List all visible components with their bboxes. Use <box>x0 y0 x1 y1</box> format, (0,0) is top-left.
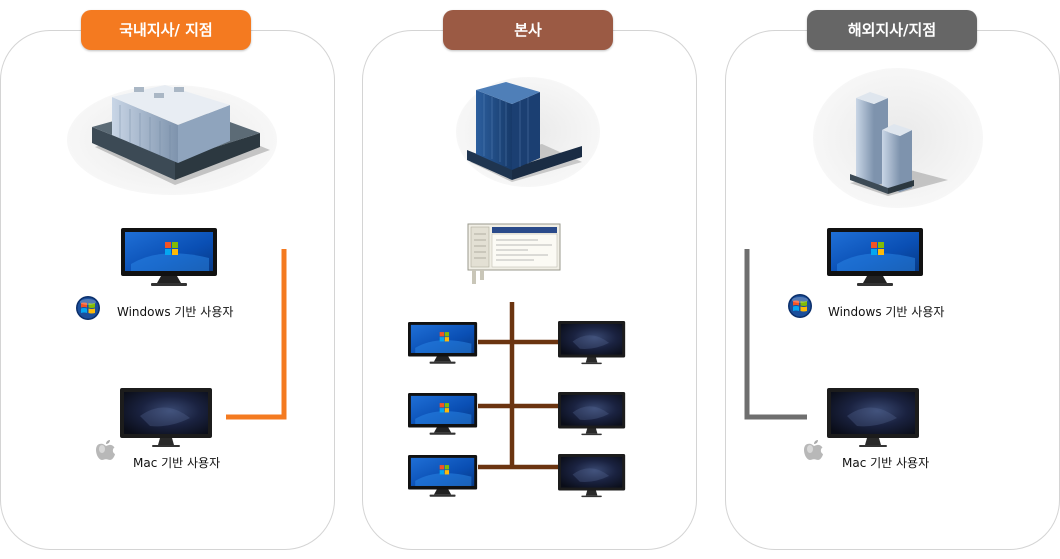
hq-windows-monitor-1-icon <box>408 322 478 364</box>
office-building-icon <box>92 85 270 185</box>
domestic-title-badge: 국내지사/ 지점 <box>81 10 251 50</box>
domestic-windows-monitor-icon <box>121 228 217 286</box>
hq-mac-monitor-2-icon <box>558 392 626 436</box>
hq-tower-icon <box>467 82 582 182</box>
hq-windows-monitor-3-icon <box>408 455 478 497</box>
overseas-windows-monitor-icon <box>827 228 923 286</box>
server-icon <box>467 223 561 284</box>
hq-mac-monitor-3-icon <box>558 454 626 498</box>
domestic-link <box>226 249 287 420</box>
hq-mac-monitor-1-icon <box>558 321 626 365</box>
domestic-mac-user-label: Mac 기반 사용자 <box>133 456 221 470</box>
overseas-mac-user-label: Mac 기반 사용자 <box>842 456 930 470</box>
overseas-windows-logo-icon <box>788 294 812 318</box>
domestic-apple-logo-icon <box>96 440 115 460</box>
domestic-windows-logo-icon <box>76 296 100 320</box>
domestic-windows-user-label: Windows 기반 사용자 <box>117 305 234 319</box>
hq-windows-monitor-2-icon <box>408 393 478 435</box>
domestic-mac-monitor-icon <box>120 388 212 447</box>
overseas-windows-user-label: Windows 기반 사용자 <box>828 305 945 319</box>
overseas-mac-monitor-icon <box>827 388 919 447</box>
overseas-apple-logo-icon <box>804 440 823 460</box>
hq-title-badge: 본사 <box>443 10 613 50</box>
overseas-link <box>744 249 807 420</box>
overseas-tower-icon <box>850 92 948 196</box>
overseas-title-badge: 해외지사/지점 <box>807 10 977 50</box>
